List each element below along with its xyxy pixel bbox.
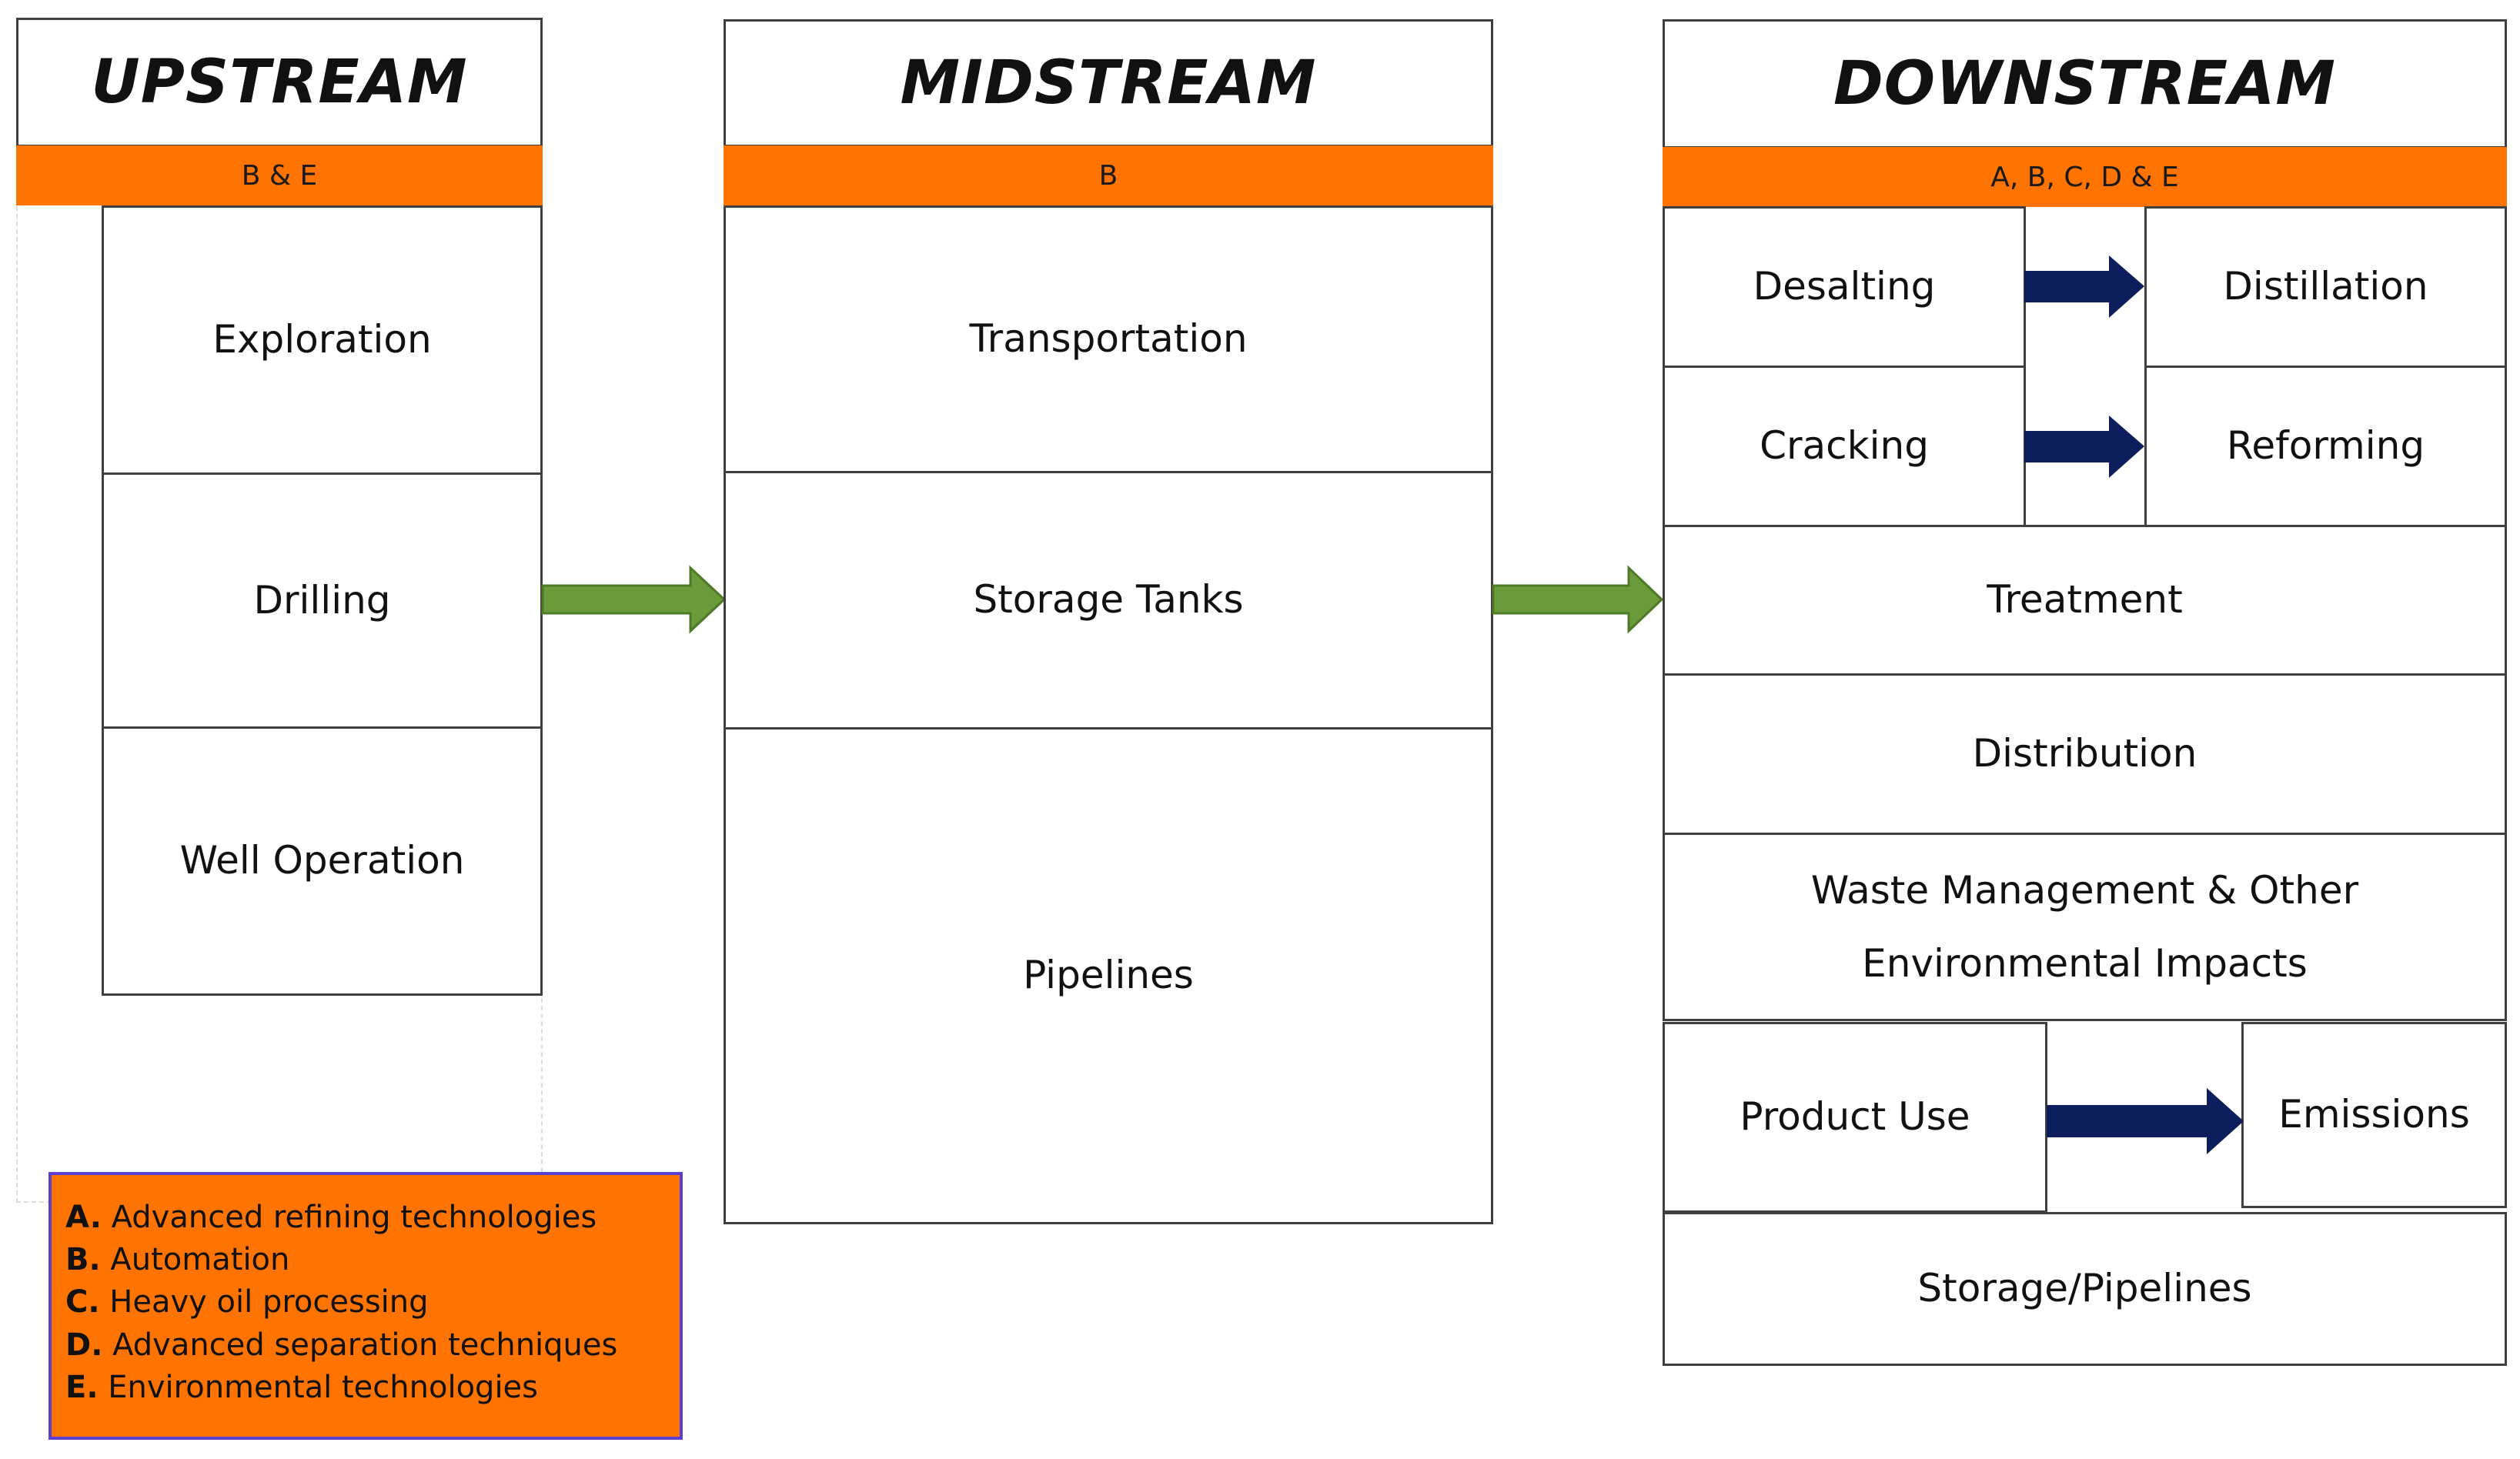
product-use-to-emissions-arrow <box>2047 1088 2244 1154</box>
legend-item-e: E. Environmental technologies <box>65 1369 538 1405</box>
downstream-item-distillation: Distillation <box>2144 206 2507 368</box>
downstream-item-storage-pipelines: Storage/Pipelines <box>1663 1212 2507 1366</box>
upstream-tags: B & E <box>241 159 318 192</box>
midstream-header: MIDSTREAM <box>724 19 1493 147</box>
downstream-tags: A, B, C, D & E <box>1990 161 2179 193</box>
downstream-item-waste-management: Waste Management & Other Environmental I… <box>1663 833 2507 1021</box>
legend-item-c: C. Heavy oil processing <box>65 1284 429 1320</box>
midstream-title: MIDSTREAM <box>900 48 1317 118</box>
upstream-item-exploration: Exploration <box>102 205 543 475</box>
upstream-to-midstream-arrow <box>541 565 727 634</box>
downstream-item-cracking: Cracking <box>1663 366 2026 527</box>
legend-item-d: D. Advanced separation techniques <box>65 1327 618 1363</box>
midstream-item-pipelines: Pipelines <box>724 727 1493 1224</box>
downstream-item-desalting: Desalting <box>1663 206 2026 368</box>
midstream-item-transportation: Transportation <box>724 205 1493 473</box>
cracking-to-reforming-arrow <box>2024 416 2144 478</box>
midstream-item-storage-tanks: Storage Tanks <box>724 471 1493 730</box>
midstream-to-downstream-arrow <box>1492 565 1664 634</box>
downstream-item-emissions: Emissions <box>2241 1022 2507 1208</box>
downstream-item-distribution: Distribution <box>1663 673 2507 835</box>
legend-item-a: A. Advanced refining technologies <box>65 1200 597 1235</box>
midstream-tag-bar: B <box>724 145 1493 205</box>
upstream-title: UPSTREAM <box>91 48 468 117</box>
upstream-item-well-operation: Well Operation <box>102 726 543 996</box>
legend-item-b: B. Automation <box>65 1242 290 1278</box>
midstream-tags: B <box>1098 159 1118 192</box>
upstream-tag-bar: B & E <box>16 145 543 205</box>
downstream-title: DOWNSTREAM <box>1833 49 2337 119</box>
downstream-item-treatment: Treatment <box>1663 525 2507 676</box>
desalting-to-distillation-arrow <box>2024 255 2144 318</box>
upstream-item-drilling: Drilling <box>102 472 543 729</box>
downstream-tag-bar: A, B, C, D & E <box>1663 147 2507 207</box>
legend-box: A. Advanced refining technologies B. Aut… <box>48 1172 683 1440</box>
upstream-header: UPSTREAM <box>16 18 543 147</box>
downstream-item-product-use: Product Use <box>1663 1022 2047 1213</box>
downstream-header: DOWNSTREAM <box>1663 19 2507 149</box>
downstream-item-reforming: Reforming <box>2144 366 2507 527</box>
